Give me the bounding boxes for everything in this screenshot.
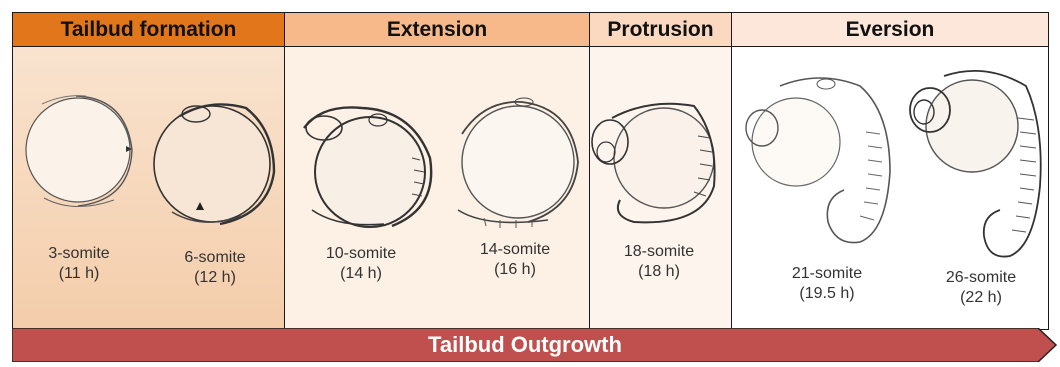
stage-time: (19.5 h) bbox=[772, 284, 882, 304]
phase-title: Extension bbox=[285, 13, 589, 47]
embryo-3-somite-illustration bbox=[14, 88, 146, 220]
stage-name: 21-somite bbox=[772, 264, 882, 284]
stage-time: (18 h) bbox=[604, 262, 714, 282]
tailbud-outgrowth-arrow: Tailbud Outgrowth bbox=[12, 328, 1058, 362]
embryo-21-somite-illustration bbox=[740, 72, 900, 252]
embryo-18-somite-illustration bbox=[590, 96, 724, 232]
stage-name: 18-somite bbox=[604, 242, 714, 262]
arrow-label: Tailbud Outgrowth bbox=[12, 328, 1038, 362]
stage-label-18-somite: 18-somite (18 h) bbox=[604, 242, 714, 282]
stage-name: 6-somite bbox=[160, 248, 270, 268]
embryo-6-somite-illustration bbox=[150, 94, 280, 234]
phase-title: Protrusion bbox=[590, 13, 731, 47]
embryo-10-somite-illustration bbox=[292, 98, 442, 232]
stage-label-21-somite: 21-somite (19.5 h) bbox=[772, 264, 882, 304]
phase-title: Tailbud formation bbox=[13, 13, 284, 47]
stage-label-6-somite: 6-somite (12 h) bbox=[160, 248, 270, 288]
stage-name: 14-somite bbox=[460, 240, 570, 260]
stage-time: (11 h) bbox=[24, 264, 134, 284]
stage-time: (12 h) bbox=[160, 268, 270, 288]
stage-time: (14 h) bbox=[306, 264, 416, 284]
stage-label-14-somite: 14-somite (16 h) bbox=[460, 240, 570, 280]
stage-time: (22 h) bbox=[926, 288, 1036, 308]
embryo-26-somite-illustration bbox=[900, 66, 1050, 262]
stage-name: 10-somite bbox=[306, 244, 416, 264]
stage-name: 3-somite bbox=[24, 244, 134, 264]
stage-name: 26-somite bbox=[926, 268, 1036, 288]
embryo-14-somite-illustration bbox=[444, 92, 586, 228]
stage-label-10-somite: 10-somite (14 h) bbox=[306, 244, 416, 284]
stage-label-26-somite: 26-somite (22 h) bbox=[926, 268, 1036, 308]
stage-time: (16 h) bbox=[460, 260, 570, 280]
phase-title: Eversion bbox=[732, 13, 1048, 47]
stage-label-3-somite: 3-somite (11 h) bbox=[24, 244, 134, 284]
